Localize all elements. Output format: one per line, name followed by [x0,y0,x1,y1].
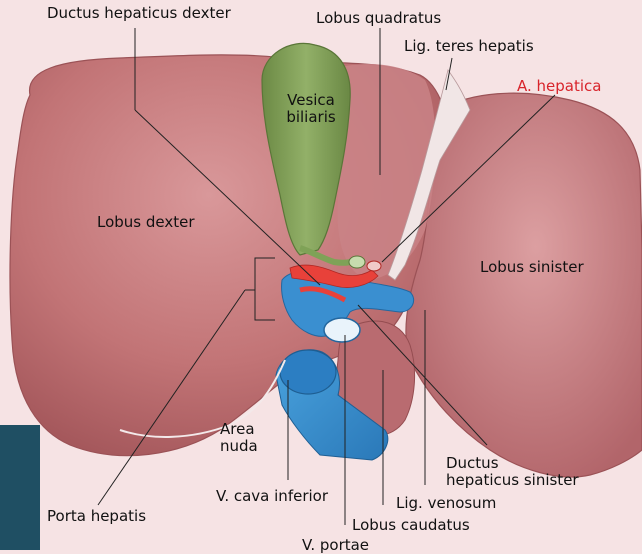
label-ductus-hepaticus-sinister: Ductus hepaticus sinister [446,455,579,489]
corner-panel [0,425,40,550]
label-lobus-caudatus: Lobus caudatus [352,517,470,534]
label-lobus-quadratus: Lobus quadratus [316,10,441,27]
label-v-portae: V. portae [302,537,369,554]
bile-duct-opening [349,256,365,268]
label-vesica-biliaris: Vesica biliaris [276,92,346,126]
v-portae-opening [324,318,360,342]
label-a-hepatica: A. hepatica [517,78,601,95]
label-area-nuda: Area nuda [220,421,258,455]
label-lig-teres-hepatis: Lig. teres hepatis [404,38,534,55]
label-lobus-dexter: Lobus dexter [97,214,195,231]
label-lig-venosum: Lig. venosum [396,495,496,512]
label-porta-hepatis: Porta hepatis [47,508,146,525]
label-v-cava-inferior: V. cava inferior [216,488,328,505]
a-hepatica-opening [367,261,381,271]
label-lobus-sinister: Lobus sinister [480,259,584,276]
label-ductus-hepaticus-dexter: Ductus hepaticus dexter [47,5,231,22]
